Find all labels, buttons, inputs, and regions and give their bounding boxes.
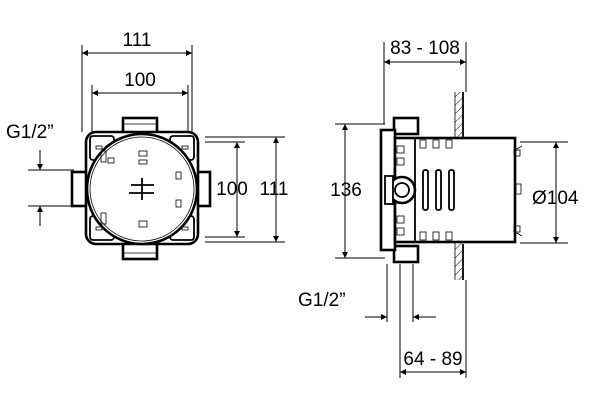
dim-label-100-right: 100 [216,179,248,200]
dim-label-111-top: 111 [123,30,152,51]
valve-body-side [379,116,523,264]
dim-label-64-89: 64 - 89 [403,349,462,370]
dim-label-100-top: 100 [124,70,156,91]
thread-label-side: G1/2” [298,290,346,311]
front-view: 111 100 100 111 G1/2” [6,30,289,261]
side-extension-lines [335,42,568,378]
dim-label-136: 136 [330,180,362,201]
dim-label-diameter-104: Ø104 [532,188,579,209]
thread-label-front: G1/2” [6,122,54,143]
dim-label-83-108: 83 - 108 [390,38,460,59]
side-view: 83 - 108 136 Ø104 G1/2” 64 - 89 [298,38,579,378]
valve-body-front [70,116,212,261]
dim-label-111-right: 111 [260,179,289,200]
